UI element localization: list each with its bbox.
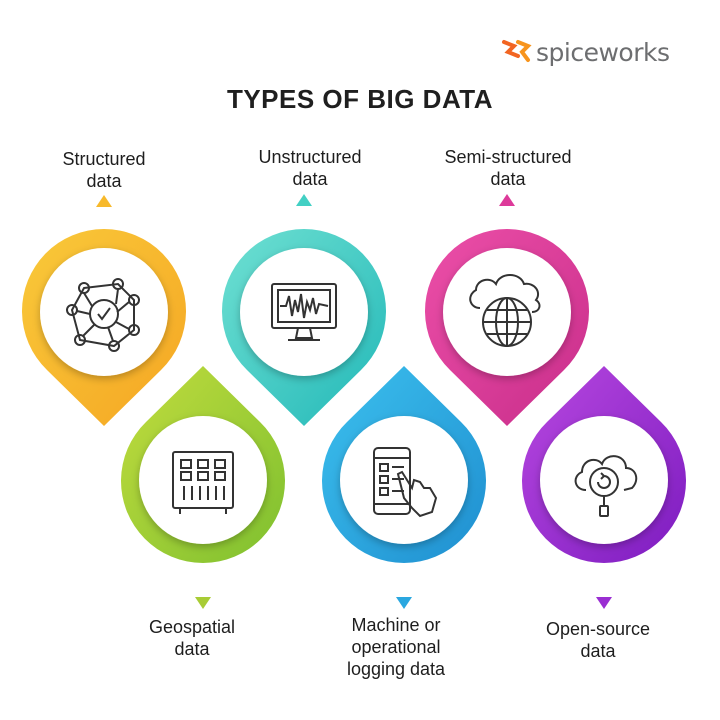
cloud-search-icon xyxy=(574,455,638,517)
label-line: Structured xyxy=(62,149,146,169)
drop-geospatial xyxy=(121,366,286,563)
label-line: Open-source xyxy=(545,619,651,639)
label-line: operational xyxy=(351,637,441,657)
label-line: Geospatial xyxy=(148,617,236,637)
label-line: data xyxy=(86,171,122,191)
cloud-globe-icon xyxy=(469,274,541,347)
structured-pointer-icon xyxy=(96,195,112,207)
label-line: Semi-structured xyxy=(444,147,572,167)
label-line: logging data xyxy=(346,659,446,679)
label-line: Machine or xyxy=(351,615,441,635)
monitor-waveform-icon xyxy=(271,283,337,341)
machine-pointer-icon xyxy=(396,597,412,609)
spiceworks-logo: spiceworks xyxy=(498,34,673,74)
geospatial-pointer-icon xyxy=(195,597,211,609)
phone-touch-icon xyxy=(373,447,438,518)
label-line: data xyxy=(580,641,616,661)
label-line: data xyxy=(174,639,210,659)
network-icon xyxy=(66,278,140,352)
grid-panel-icon xyxy=(172,451,234,514)
drop-open-source xyxy=(522,366,686,563)
semi-structured-pointer-icon xyxy=(499,194,515,206)
label-line: data xyxy=(490,169,526,189)
brand-name: spiceworks xyxy=(536,38,670,67)
drop-machine xyxy=(322,366,486,563)
spiceworks-logo-icon xyxy=(502,40,532,62)
label-line: Unstructured xyxy=(258,147,362,167)
label-line: data xyxy=(292,169,328,189)
page-title: TYPES OF BIG DATA xyxy=(226,84,494,114)
unstructured-pointer-icon xyxy=(296,194,312,206)
open-source-pointer-icon xyxy=(596,597,612,609)
